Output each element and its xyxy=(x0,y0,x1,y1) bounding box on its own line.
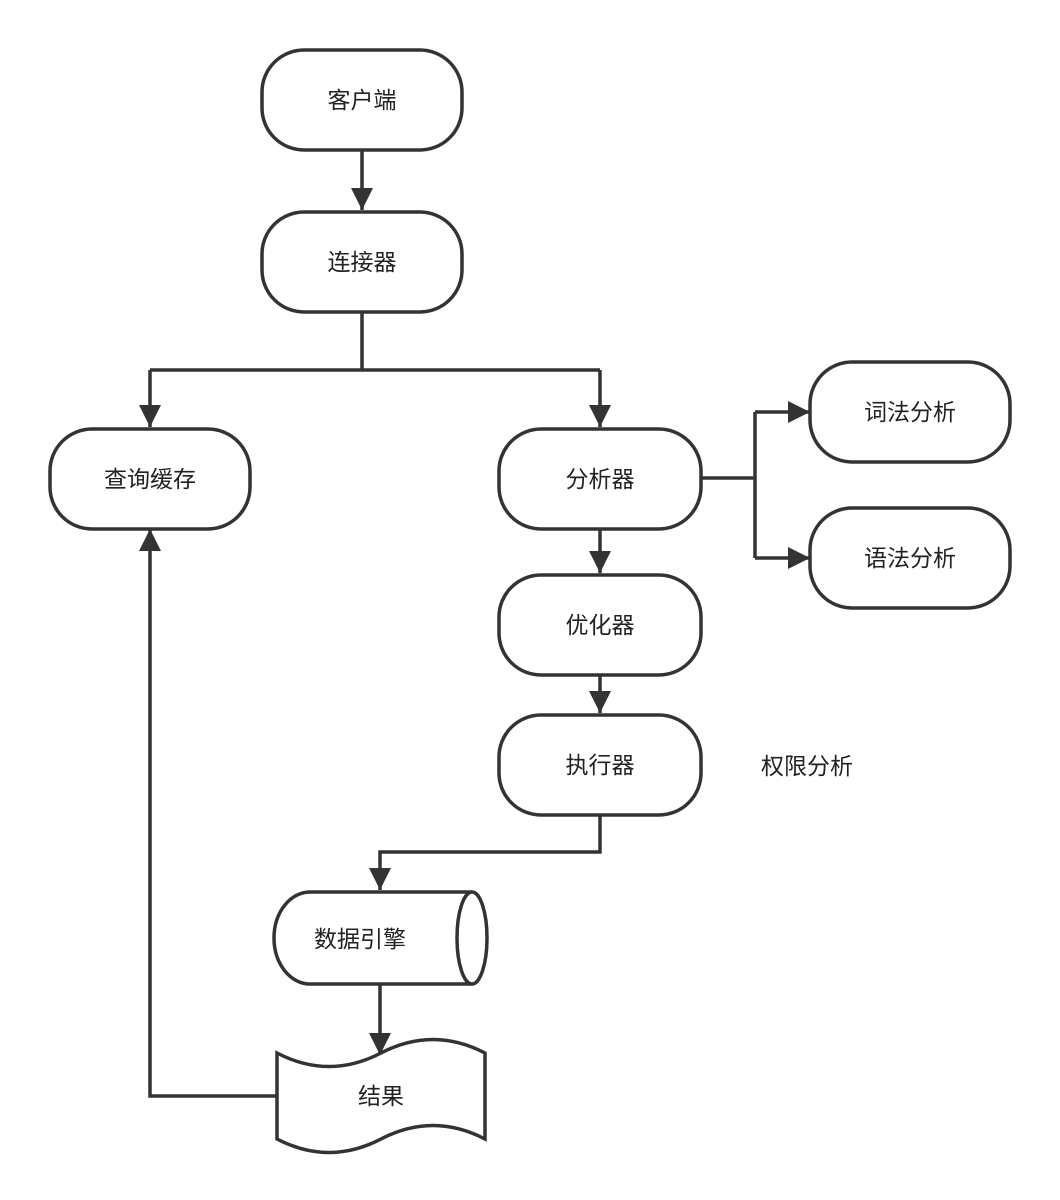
edge-connector-split xyxy=(150,312,600,372)
node-result-label: 结果 xyxy=(358,1084,404,1110)
node-query-cache-label: 查询缓存 xyxy=(104,467,196,493)
node-syntax: 语法分析 xyxy=(808,506,1012,610)
edges xyxy=(139,150,810,1098)
node-client: 客户端 xyxy=(260,48,464,152)
node-optimizer: 优化器 xyxy=(497,573,703,677)
node-client-label: 客户端 xyxy=(328,88,397,114)
node-connector: 连接器 xyxy=(260,210,464,314)
permission-note: 权限分析 xyxy=(761,754,853,780)
node-lexical: 词法分析 xyxy=(808,360,1012,464)
node-analyzer-label: 分析器 xyxy=(566,467,635,493)
edge-analyzer-branch xyxy=(701,412,757,558)
node-result: 结果 xyxy=(275,1037,487,1155)
edge-executor-to-engine xyxy=(369,815,602,890)
node-syntax-label: 语法分析 xyxy=(864,546,956,572)
node-executor-label: 执行器 xyxy=(566,753,635,779)
node-optimizer-label: 优化器 xyxy=(566,613,635,639)
node-query-cache: 查询缓存 xyxy=(48,427,252,531)
edge-result-to-cache xyxy=(139,529,277,1098)
node-data-engine-label: 数据引擎 xyxy=(314,927,406,953)
node-data-engine: 数据引擎 xyxy=(272,890,489,986)
node-connector-label: 连接器 xyxy=(328,250,397,276)
node-lexical-label: 词法分析 xyxy=(864,400,956,426)
node-executor: 执行器 xyxy=(497,713,703,817)
node-analyzer: 分析器 xyxy=(497,427,703,531)
